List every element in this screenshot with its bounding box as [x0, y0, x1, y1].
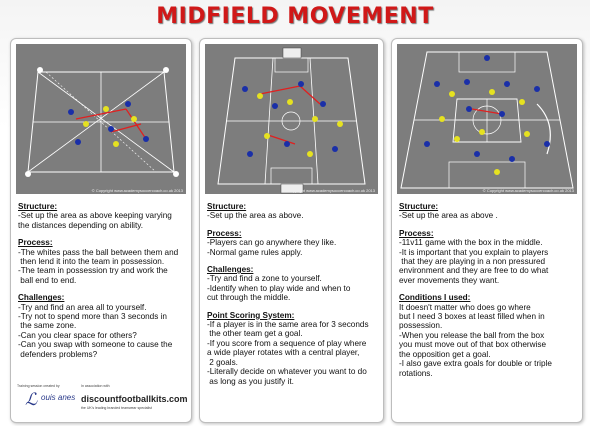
text-line: -Identify when to play wide and when to: [207, 283, 351, 293]
text-line: -I also gave extra goals for double or t…: [399, 359, 552, 369]
text-line: -Players can go anywhere they like.: [207, 238, 337, 248]
panel-2-text: Structure: -Set up the area as above. Pr…: [207, 199, 377, 386]
panel-1-text: Structure: -Set up the area as above kee…: [18, 199, 185, 359]
panel-1: © Copyright www.academysoccercoach.co.uk…: [10, 38, 192, 423]
sponsor-logos: Training session created by In associati…: [17, 384, 197, 418]
text-line: 2 goals.: [207, 357, 238, 367]
text-line: -The whites pass the ball between them a…: [18, 247, 179, 257]
text-line: It doesn't matter who does go where: [399, 302, 531, 312]
louis-lanes-logo-text: ouis anes: [41, 393, 76, 402]
challenges-heading: Challenges:: [18, 293, 65, 303]
association-text: In association with: [81, 384, 110, 388]
text-line: ball end to end.: [18, 275, 77, 285]
structure-heading: Structure:: [18, 202, 58, 211]
text-line: -The team in possession try and work the: [18, 266, 168, 276]
panel-2-diagram: © Copyright www.academysoccercoach.co.uk…: [205, 44, 378, 194]
panel-3: © Copyright www.academysoccercoach.co.uk…: [391, 38, 583, 423]
text-line: the same zone.: [18, 321, 77, 331]
text-line: -Set up the area as above keeping varyin…: [18, 211, 172, 221]
panel-2: © Copyright www.academysoccercoach.co.uk…: [199, 38, 384, 423]
text-line: -Can you clear space for others?: [18, 330, 137, 340]
text-line: the other team get a goal.: [207, 329, 303, 339]
text-line: -Set up the area as above .: [399, 211, 498, 221]
text-line: -It is important that you explain to pla…: [399, 247, 549, 257]
panel-3-text: Structure: -Set up the area as above . P…: [399, 199, 576, 378]
copyright-text: © Copyright www.academysoccercoach.co.uk…: [91, 188, 183, 193]
challenges-heading: Challenges:: [207, 265, 254, 275]
grid-diagram-1: [16, 44, 186, 194]
pitch-diagram-3: [397, 44, 577, 194]
text-line: -Literally decide on whatever you want t…: [207, 367, 367, 377]
process-heading: Process:: [18, 238, 53, 248]
structure-heading: Structure:: [207, 202, 247, 211]
conditions-heading: Conditions I used:: [399, 293, 471, 303]
text-line: as long as you justify it.: [207, 376, 294, 386]
text-line: -Can you swap with someone to cause the: [18, 340, 173, 350]
copyright-text: © Copyright www.academysoccercoach.co.uk…: [482, 188, 574, 193]
text-line: -Try and find a zone to yourself.: [207, 274, 322, 284]
text-line: -Normal game rules apply.: [207, 247, 303, 257]
pitch-diagram-2: [205, 44, 378, 194]
text-line: but I need 3 boxes at least filled when …: [399, 312, 545, 322]
text-line: ever movements they want.: [399, 275, 500, 285]
text-line: -Try not to spend more than 3 seconds in: [18, 312, 167, 322]
louis-lanes-logo: ℒ: [25, 390, 38, 410]
text-line: -Try and find an area all to yourself.: [18, 302, 147, 312]
structure-heading: Structure:: [399, 202, 439, 211]
text-line: rotations.: [399, 368, 433, 378]
panel-3-diagram: © Copyright www.academysoccercoach.co.uk…: [397, 44, 577, 194]
shop-logo: discountfootballkits.com: [81, 394, 188, 404]
process-heading: Process:: [207, 228, 242, 238]
text-line: defenders problems?: [18, 349, 98, 359]
text-line: -Set up the area as above.: [207, 211, 304, 221]
process-heading: Process:: [399, 228, 434, 238]
copyright-text: © Copyright www.academysoccercoach.co.uk…: [283, 188, 375, 193]
text-line: possession.: [399, 321, 443, 331]
text-line: -If a player is in the same area for 3 s…: [207, 320, 369, 330]
text-line: the distances depending on ability.: [18, 220, 144, 230]
panel-1-diagram: © Copyright www.academysoccercoach.co.uk…: [16, 44, 186, 194]
text-line: the opposition get a goal.: [399, 349, 491, 359]
text-line: -If you score from a sequence of play wh…: [207, 338, 367, 348]
text-line: a wide player rotates with a central pla…: [207, 348, 360, 358]
page-title: MIDFIELD MOVEMENT: [156, 4, 434, 29]
point-scoring-heading: Point Scoring System:: [207, 310, 295, 320]
text-line: you must move out of that box otherwise: [399, 340, 546, 350]
created-by-text: Training session created by: [17, 384, 60, 388]
text-line: -When you release the ball from the box: [399, 330, 545, 340]
text-line: cut through the middle.: [207, 293, 291, 303]
text-line: then lend it into the team in possession…: [18, 257, 165, 267]
text-line: environment and they are free to do what: [399, 266, 549, 276]
text-line: -11v11 game with the box in the middle.: [399, 238, 543, 248]
shop-tagline: the UK's leading branded teamwear specia…: [81, 406, 152, 410]
text-line: that they are playing in a non pressured: [399, 257, 546, 267]
